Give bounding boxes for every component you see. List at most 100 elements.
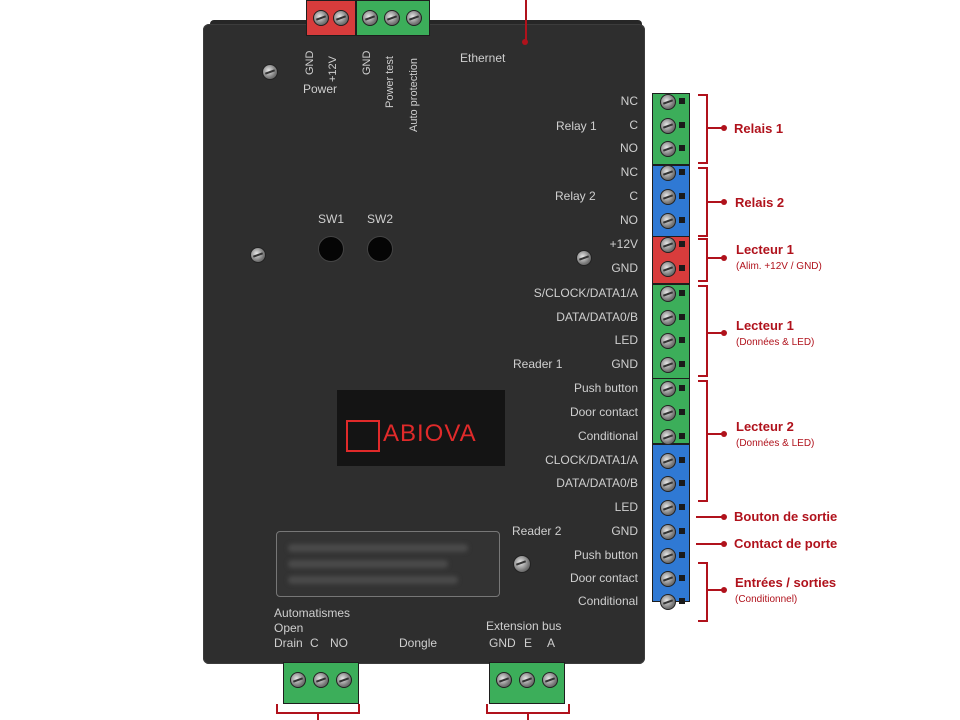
lecteur1-data-callout: Lecteur 1	[736, 318, 794, 333]
entrees-subtitle: (Conditionnel)	[735, 594, 798, 605]
terminal-slot-icon	[679, 528, 685, 534]
logo-plate	[337, 390, 505, 466]
terminal-slot-icon	[679, 575, 685, 581]
terminal-screw-icon	[660, 94, 676, 110]
bouton-marker	[721, 514, 727, 520]
sw1-button[interactable]	[318, 236, 344, 262]
no-label: NO	[330, 636, 348, 650]
terminal-screw-icon	[660, 500, 676, 516]
power-label: Power	[303, 82, 338, 96]
terminal-screw-icon	[660, 141, 676, 157]
screw-icon	[333, 10, 349, 26]
terminal-slot-icon	[679, 385, 685, 391]
lecteur1-data-subtitle: (Données & LED)	[736, 337, 815, 348]
lecteur1-power-leader	[708, 257, 724, 259]
terminal-screw-icon	[660, 453, 676, 469]
terminal-slot-icon	[679, 409, 685, 415]
automatismes-label: Automatismes	[274, 606, 351, 620]
terminal-label: DATA/DATA0/B	[556, 476, 638, 490]
ethernet-leader-line	[525, 0, 527, 42]
mounting-screw-icon	[513, 555, 531, 573]
relais2-marker	[721, 199, 727, 205]
screw-icon	[336, 672, 352, 688]
lecteur1-power-callout: Lecteur 1	[736, 242, 794, 257]
relais2-leader	[708, 201, 724, 203]
bus-gnd-label: GND	[489, 636, 516, 650]
logo-text: ABIOVA	[383, 420, 477, 447]
relay1-label: Relay 1	[556, 119, 597, 133]
bottom-right-bracket-edge	[486, 704, 488, 714]
terminal-slot-icon	[679, 314, 685, 320]
relais1-bracket	[698, 94, 708, 164]
terminal-label: LED	[614, 333, 638, 347]
terminal-slot-icon	[679, 122, 685, 128]
lecteur1-data-bracket	[698, 285, 708, 377]
lecteur1-power-bracket	[698, 238, 708, 282]
relay2-label: Relay 2	[555, 189, 596, 203]
contact-callout: Contact de porte	[734, 536, 838, 551]
entrees-leader	[708, 589, 724, 591]
screw-icon	[406, 10, 422, 26]
terminal-label: GND	[611, 524, 638, 538]
bouton-leader	[696, 516, 724, 518]
v12-label: +12V	[327, 56, 339, 82]
terminal-slot-icon	[679, 457, 685, 463]
terminal-label: +12V	[609, 237, 638, 251]
lecteur1-data-leader	[708, 332, 724, 334]
lecteur2-callout: Lecteur 2	[736, 419, 794, 434]
screw-icon	[519, 672, 535, 688]
ethernet-label: Ethernet	[460, 51, 506, 65]
terminal-label: LED	[614, 500, 638, 514]
screw-icon	[313, 672, 329, 688]
mounting-screw-icon	[262, 64, 278, 80]
terminal-screw-icon	[660, 594, 676, 610]
terminal-label: C	[629, 118, 638, 132]
dongle-label: Dongle	[399, 636, 438, 650]
terminal-screw-icon	[660, 571, 676, 587]
entrees-marker	[721, 587, 727, 593]
terminal-label: S/CLOCK/DATA1/A	[533, 286, 638, 300]
contact-marker	[721, 541, 727, 547]
terminal-label: Push button	[573, 548, 638, 562]
reader1-label: Reader 1	[513, 357, 563, 371]
relais2-callout: Relais 2	[735, 195, 785, 210]
gnd2-label: GND	[361, 50, 373, 75]
lecteur1-power-marker	[721, 255, 727, 261]
bottom-left-bracket-edge	[276, 704, 278, 714]
terminal-label: C	[629, 189, 638, 203]
mounting-screw-icon	[250, 247, 266, 263]
terminal-label: Conditional	[577, 429, 638, 443]
extension-bus-label: Extension bus	[486, 619, 562, 633]
terminal-label: NO	[620, 213, 638, 227]
auto-protection-label: Auto protection	[408, 58, 420, 132]
terminal-screw-icon	[660, 476, 676, 492]
sticker-line	[288, 560, 448, 568]
terminal-slot-icon	[679, 598, 685, 604]
terminal-screw-icon	[660, 237, 676, 253]
terminal-slot-icon	[679, 290, 685, 296]
entrees-callout: Entrées / sorties	[735, 575, 837, 590]
relais1-marker	[721, 125, 727, 131]
sw2-label: SW2	[367, 212, 394, 226]
lecteur2-bracket	[698, 380, 708, 502]
open-label: Open	[274, 621, 304, 635]
abiova-logo-icon	[346, 420, 380, 452]
terminal-label: Door contact	[569, 571, 638, 585]
terminal-label: Door contact	[569, 405, 638, 419]
terminal-label: NC	[620, 94, 638, 108]
terminal-screw-icon	[660, 165, 676, 181]
terminal-screw-icon	[660, 548, 676, 564]
terminal-slot-icon	[679, 433, 685, 439]
sw2-button[interactable]	[367, 236, 393, 262]
terminal-slot-icon	[679, 504, 685, 510]
power-test-label: Power test	[384, 56, 396, 108]
screw-icon	[496, 672, 512, 688]
sw1-label: SW1	[318, 212, 345, 226]
relais1-leader	[708, 127, 724, 129]
sticker-line	[288, 576, 458, 584]
terminal-screw-icon	[660, 333, 676, 349]
lecteur2-leader	[708, 433, 724, 435]
terminal-label: DATA/DATA0/B	[556, 310, 638, 324]
ethernet-marker	[522, 39, 528, 45]
terminal-slot-icon	[679, 145, 685, 151]
